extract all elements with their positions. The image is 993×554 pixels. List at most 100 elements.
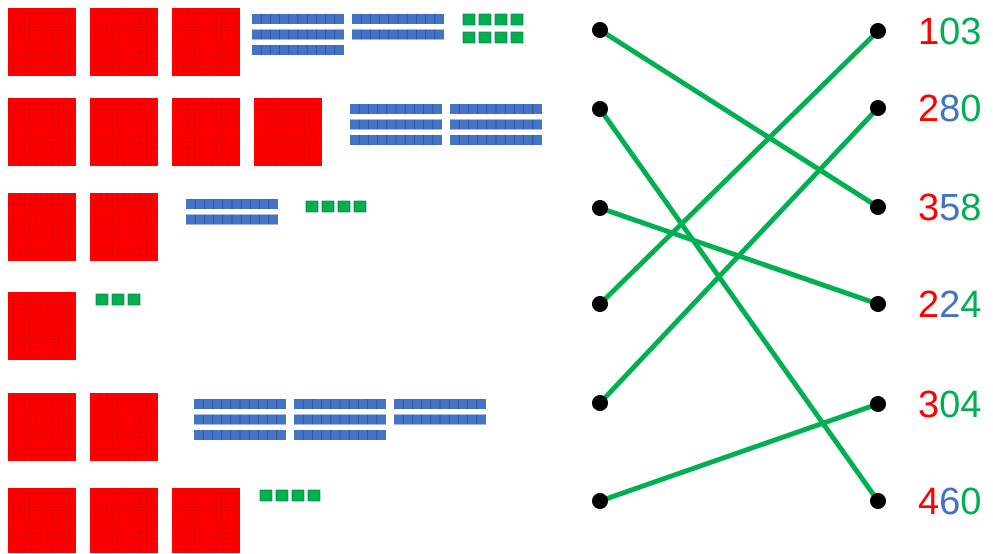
- digit: 8: [939, 88, 960, 130]
- number-label: 280: [918, 88, 981, 130]
- ten-rod: [194, 399, 286, 409]
- digit: 8: [960, 187, 981, 229]
- digit: 4: [918, 481, 939, 523]
- hundred-flat: [172, 488, 240, 553]
- left-dot[interactable]: [592, 296, 608, 312]
- one-unit: [95, 293, 109, 306]
- one-unit: [353, 200, 367, 213]
- block-row: [8, 393, 486, 461]
- one-unit: [510, 13, 524, 26]
- ten-rod: [294, 399, 386, 409]
- one-unit: [321, 200, 335, 213]
- digit: 2: [918, 88, 939, 130]
- hundred-flat: [90, 488, 158, 553]
- one-unit: [462, 31, 476, 44]
- right-dot[interactable]: [870, 23, 886, 39]
- number-label: 460: [918, 481, 981, 523]
- ten-rod: [350, 135, 442, 145]
- one-unit: [478, 13, 492, 26]
- digit: 4: [960, 384, 981, 426]
- digit: 3: [918, 187, 939, 229]
- right-dot[interactable]: [870, 493, 886, 509]
- hundred-flat: [8, 488, 76, 553]
- match-line: [597, 106, 881, 504]
- one-unit: [462, 13, 476, 26]
- digit: 0: [939, 11, 960, 53]
- block-row: [8, 488, 321, 553]
- ten-rod: [352, 29, 444, 40]
- hundred-flat: [90, 98, 158, 166]
- right-dot[interactable]: [870, 296, 886, 312]
- left-dot[interactable]: [592, 395, 608, 411]
- one-unit: [510, 31, 524, 44]
- digit: 3: [960, 11, 981, 53]
- hundred-flat: [90, 393, 158, 461]
- digit: 2: [918, 284, 939, 326]
- hundred-flat: [172, 8, 240, 76]
- one-unit: [305, 200, 319, 213]
- ten-rod: [450, 104, 542, 114]
- one-unit: [111, 293, 125, 306]
- hundred-flat: [90, 193, 158, 261]
- one-unit: [494, 13, 508, 26]
- digit: 0: [960, 88, 981, 130]
- one-unit: [259, 489, 273, 502]
- ten-rod: [252, 45, 344, 55]
- match-line: [597, 401, 881, 504]
- block-row: [8, 193, 367, 261]
- match-line: [597, 28, 881, 307]
- one-unit: [291, 489, 305, 502]
- ten-rod: [194, 430, 286, 440]
- one-unit: [307, 489, 321, 502]
- number-label: 103: [918, 11, 981, 53]
- digit: 5: [939, 187, 960, 229]
- block-row: [8, 292, 141, 360]
- left-dot[interactable]: [592, 22, 608, 38]
- right-dot[interactable]: [870, 199, 886, 215]
- ten-rod: [394, 414, 486, 425]
- right-dot[interactable]: [870, 396, 886, 412]
- digit: 0: [939, 384, 960, 426]
- hundred-flat: [8, 193, 76, 261]
- hundred-flat: [8, 8, 76, 76]
- hundred-flat: [8, 98, 76, 166]
- digit: 2: [939, 284, 960, 326]
- one-unit: [127, 293, 141, 306]
- ten-rod: [394, 399, 486, 409]
- left-dot[interactable]: [592, 493, 608, 509]
- one-unit: [275, 489, 289, 502]
- number-label: 224: [918, 284, 981, 326]
- digit: 0: [960, 481, 981, 523]
- matching-lines: [597, 27, 881, 504]
- ten-rod: [252, 29, 344, 40]
- hundred-flat: [254, 98, 322, 166]
- right-dot[interactable]: [870, 100, 886, 116]
- hundred-flat: [90, 8, 158, 76]
- digit: 4: [960, 284, 981, 326]
- digit: 3: [918, 384, 939, 426]
- match-line: [597, 105, 881, 406]
- left-dot[interactable]: [592, 101, 608, 117]
- ten-rod: [350, 119, 442, 130]
- ten-rod: [252, 14, 344, 24]
- number-label: 358: [918, 187, 981, 229]
- digit: 1: [918, 11, 939, 53]
- one-unit: [337, 200, 351, 213]
- one-unit: [478, 31, 492, 44]
- ten-rod: [294, 414, 386, 425]
- ten-rod: [352, 14, 444, 24]
- base-ten-blocks-column: [8, 8, 542, 553]
- connection-dots: [592, 22, 886, 509]
- number-label: 304: [918, 384, 981, 426]
- hundred-flat: [8, 292, 76, 360]
- hundred-flat: [8, 393, 76, 461]
- ten-rod: [186, 199, 278, 209]
- left-dot[interactable]: [592, 200, 608, 216]
- ten-rod: [194, 414, 286, 425]
- ten-rod: [450, 135, 542, 145]
- ten-rod: [450, 119, 542, 130]
- block-row: [8, 8, 524, 76]
- ten-rod: [186, 214, 278, 225]
